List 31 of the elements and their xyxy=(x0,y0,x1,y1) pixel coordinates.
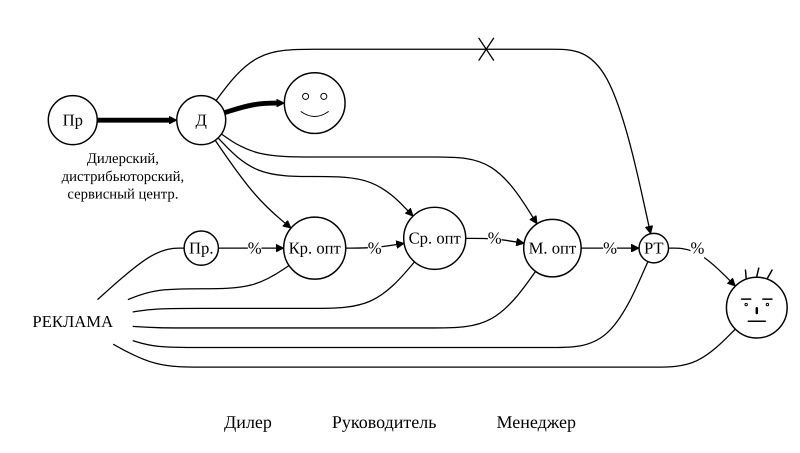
node-circle: РТ xyxy=(638,232,670,264)
connector xyxy=(112,328,736,368)
role-label: Дилер xyxy=(224,412,272,433)
arrow xyxy=(221,134,538,224)
edge-label: % xyxy=(488,228,502,248)
connector xyxy=(132,271,536,329)
edge-label: % xyxy=(690,238,704,258)
edge-label: % xyxy=(248,238,262,258)
node-circle: Ср. опт xyxy=(402,206,466,270)
role-label: Менеджер xyxy=(496,412,576,433)
arrow xyxy=(97,116,178,124)
edge-label: % xyxy=(603,238,618,258)
node-circle: М. опт xyxy=(522,218,582,278)
node-picture xyxy=(284,72,346,134)
connector xyxy=(128,265,290,300)
role-label: Руководитель xyxy=(332,412,436,433)
arrow xyxy=(215,48,654,234)
node-circle: Д xyxy=(176,94,226,146)
node-circle: Пр xyxy=(48,94,98,146)
arrow xyxy=(214,140,292,229)
node-picture xyxy=(726,276,788,339)
connector xyxy=(132,261,648,348)
arrow xyxy=(224,98,285,116)
edge-label: % xyxy=(368,238,382,258)
connector xyxy=(97,248,184,300)
connector xyxy=(132,262,415,313)
node-caption: Дилерский, дистрибьюторский, сервисный центр. xyxy=(60,150,186,204)
node-text: РЕКЛАМА xyxy=(32,312,114,331)
arrow xyxy=(218,138,414,216)
node-circle: Пр. xyxy=(183,230,220,266)
node-circle: Кр. опт xyxy=(282,216,346,280)
